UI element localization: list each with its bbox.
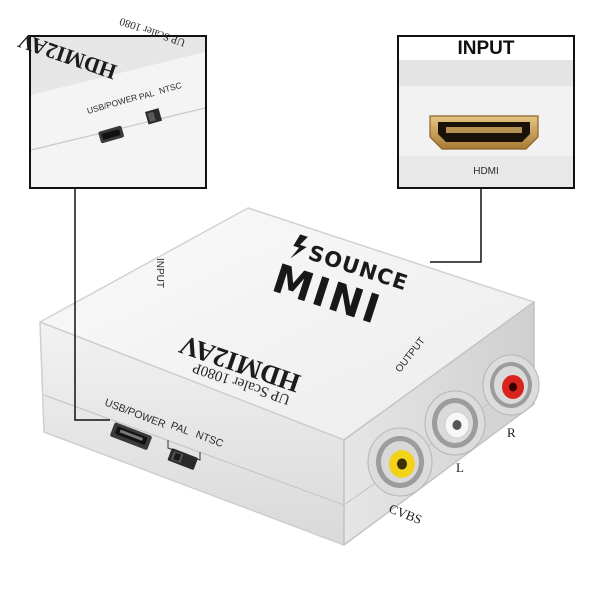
top-input-label: INPUT bbox=[154, 258, 165, 288]
jack-label-r: R bbox=[507, 425, 516, 440]
inset-right-detail: HDMI bbox=[397, 35, 575, 189]
rca-jack-left[interactable] bbox=[424, 390, 486, 456]
inset-left-detail: HDMI2AV UP Scaler 1080 USB/POWER PAL NTS… bbox=[15, 15, 207, 189]
rca-jack-video[interactable] bbox=[367, 427, 433, 497]
jack-label-l: L bbox=[456, 460, 464, 475]
inset-switch bbox=[145, 108, 163, 125]
inset-pal-label: PAL bbox=[138, 88, 156, 102]
rca-jack-right[interactable] bbox=[482, 354, 540, 416]
callout-lines bbox=[74, 188, 482, 421]
jack-label-cvbs: CVBS bbox=[387, 501, 424, 527]
hdmi-port-label: HDMI bbox=[473, 166, 499, 177]
pal-ntsc-switch[interactable] bbox=[167, 448, 198, 470]
adapter-device: SOUNCE MINI INPUT OUTPUT HDMI2AV UP Scal… bbox=[39, 207, 540, 546]
inset-input-title: INPUT bbox=[457, 38, 515, 59]
hdmi-port-icon bbox=[429, 115, 539, 150]
bolt-icon bbox=[290, 234, 308, 259]
usb-power-port[interactable] bbox=[110, 422, 153, 450]
inset-usb-port bbox=[98, 125, 124, 144]
